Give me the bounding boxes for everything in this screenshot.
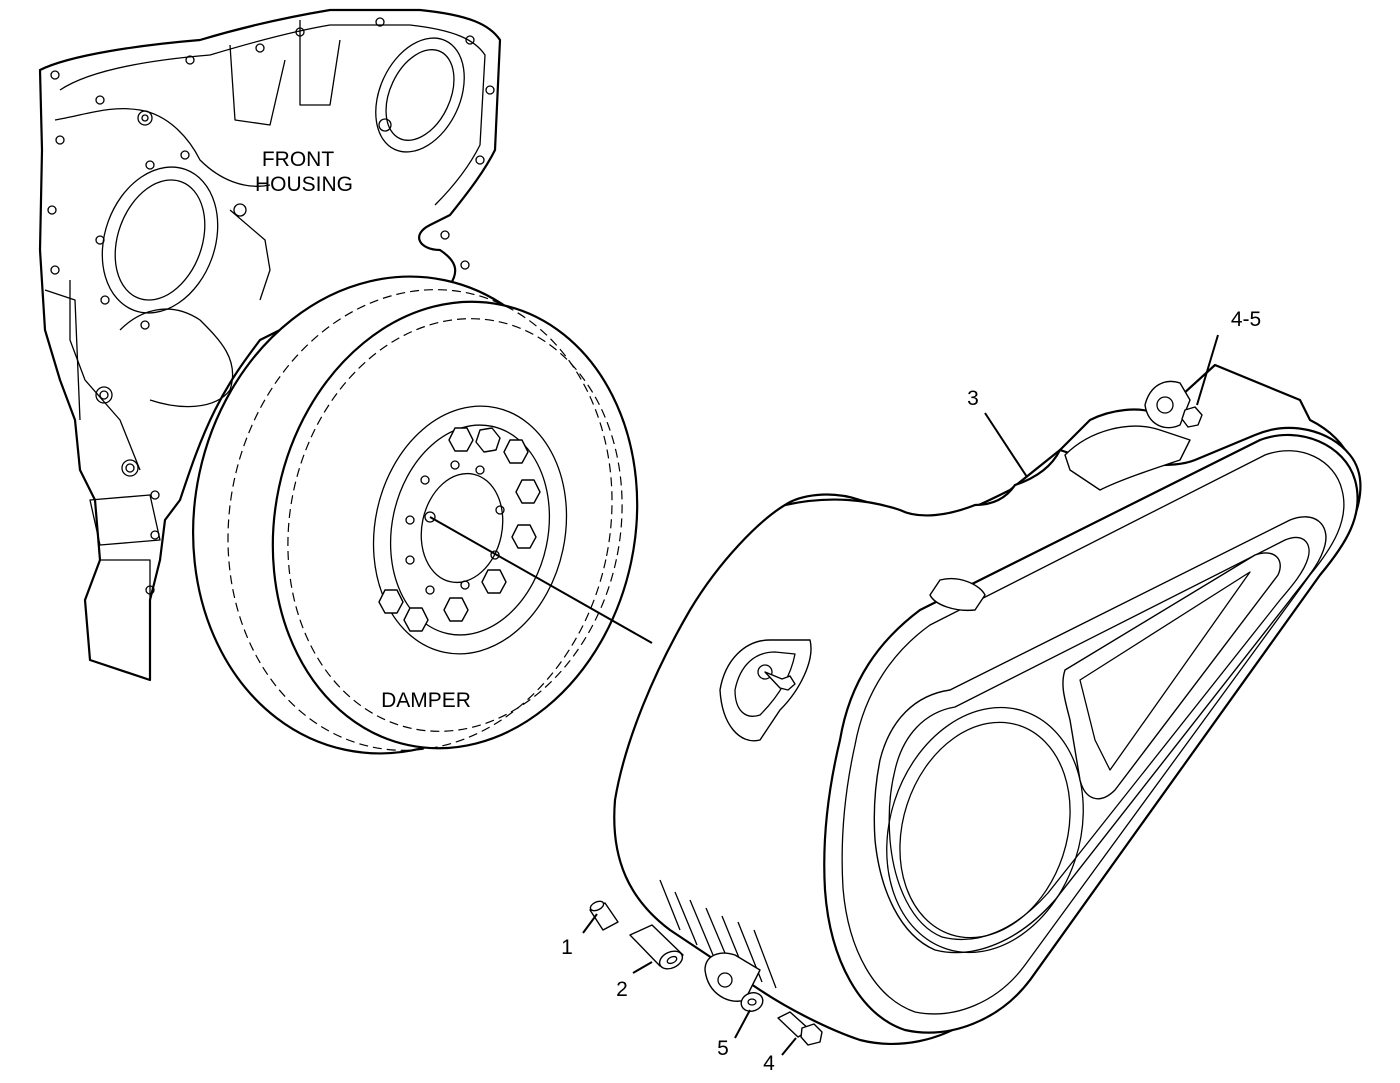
assembly-centerline (429, 516, 653, 644)
callout-1: 1 (561, 936, 573, 959)
belt-guard (613, 363, 1362, 1046)
callout-3: 3 (967, 387, 979, 410)
damper-bolts (378, 427, 541, 632)
front-housing (38, 8, 502, 682)
callout-2: 2 (616, 978, 628, 1001)
damper-label: DAMPER (381, 689, 471, 712)
front-housing-label-line1: FRONT (262, 148, 334, 171)
part-5-washer (740, 992, 764, 1012)
front-housing-label-line2: HOUSING (255, 173, 353, 196)
callout-4-5: 4-5 (1231, 308, 1261, 331)
part-1-dowel (589, 900, 619, 931)
callout-5: 5 (717, 1037, 729, 1060)
callout-4: 4 (763, 1052, 775, 1075)
callout-leaders (582, 334, 1219, 1056)
part-4-bolt (777, 1011, 823, 1046)
part-2-spacer (629, 924, 684, 970)
damper (192, 275, 639, 755)
